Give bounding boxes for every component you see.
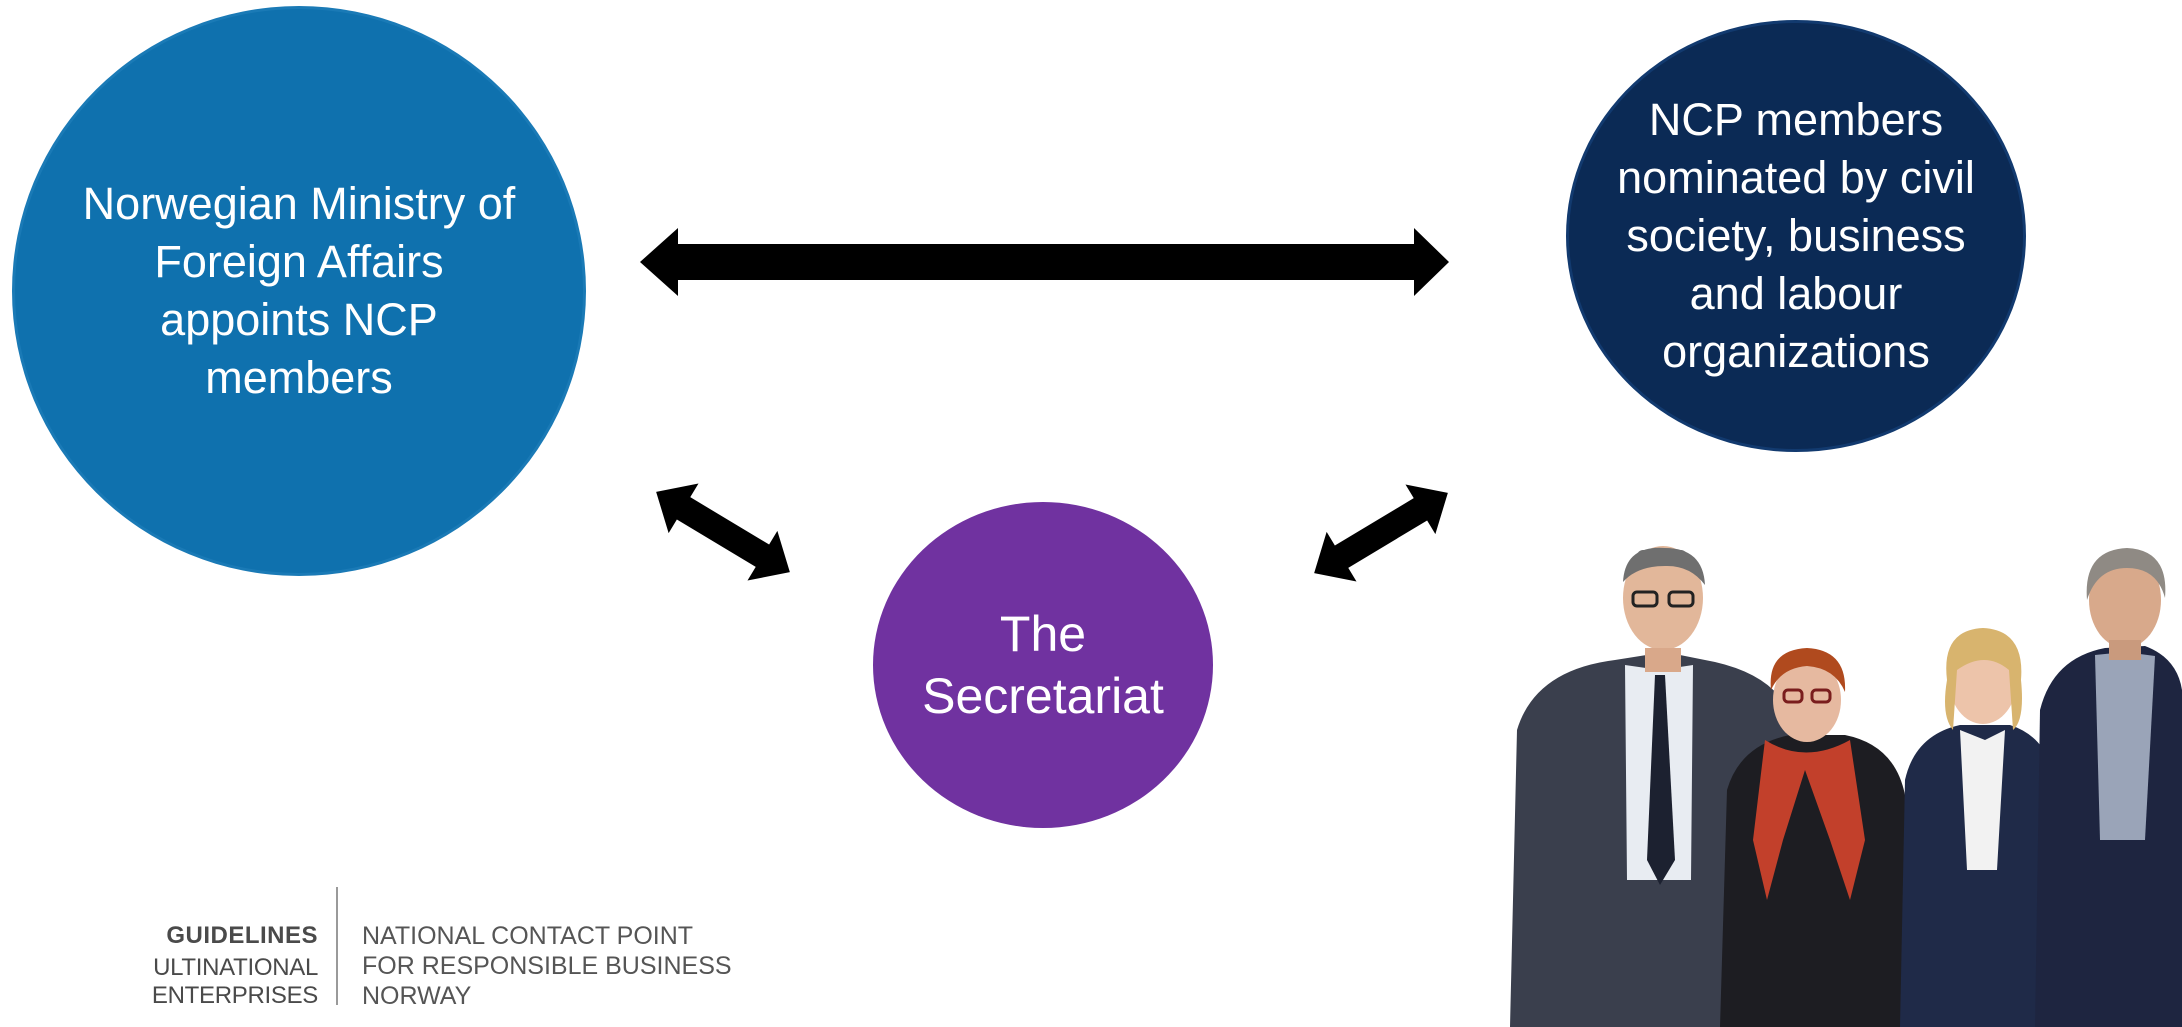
person-2 [1720,648,1910,1027]
oecd-logo-line2: ULTINATIONAL ENTERPRISES [151,954,318,1009]
double-arrow-left [656,483,790,581]
secretariat-circle: The Secretariat [873,502,1213,828]
logo-divider [336,887,338,1005]
double-arrow-top [640,228,1449,296]
group-photo [1505,540,2182,1027]
double-arrow-right [1314,484,1448,582]
ministry-circle: Norwegian Ministry of Foreign Affairs ap… [12,6,586,576]
ncp-logo-line1: NATIONAL CONTACT POINT [362,922,694,950]
ncp-logo-line3: NORWAY [362,982,472,1010]
person-4 [2035,548,2182,1027]
ncp-members-label: NCP members nominated by civil society, … [1617,94,1975,377]
person-3 [1900,628,2061,1027]
ncp-logo-line2: FOR RESPONSIBLE BUSINESS [362,952,732,980]
secretariat-label: The Secretariat [922,606,1164,724]
oecd-guidelines-logo: GUIDELINES ULTINATIONAL ENTERPRISES [0,922,318,1010]
oecd-logo-line1: GUIDELINES [166,922,318,949]
ministry-label: Norwegian Ministry of Foreign Affairs ap… [82,178,516,403]
ncp-norway-logo: NATIONAL CONTACT POINT FOR RESPONSIBLE B… [362,921,732,1011]
ncp-members-circle: NCP members nominated by civil society, … [1566,20,2026,452]
